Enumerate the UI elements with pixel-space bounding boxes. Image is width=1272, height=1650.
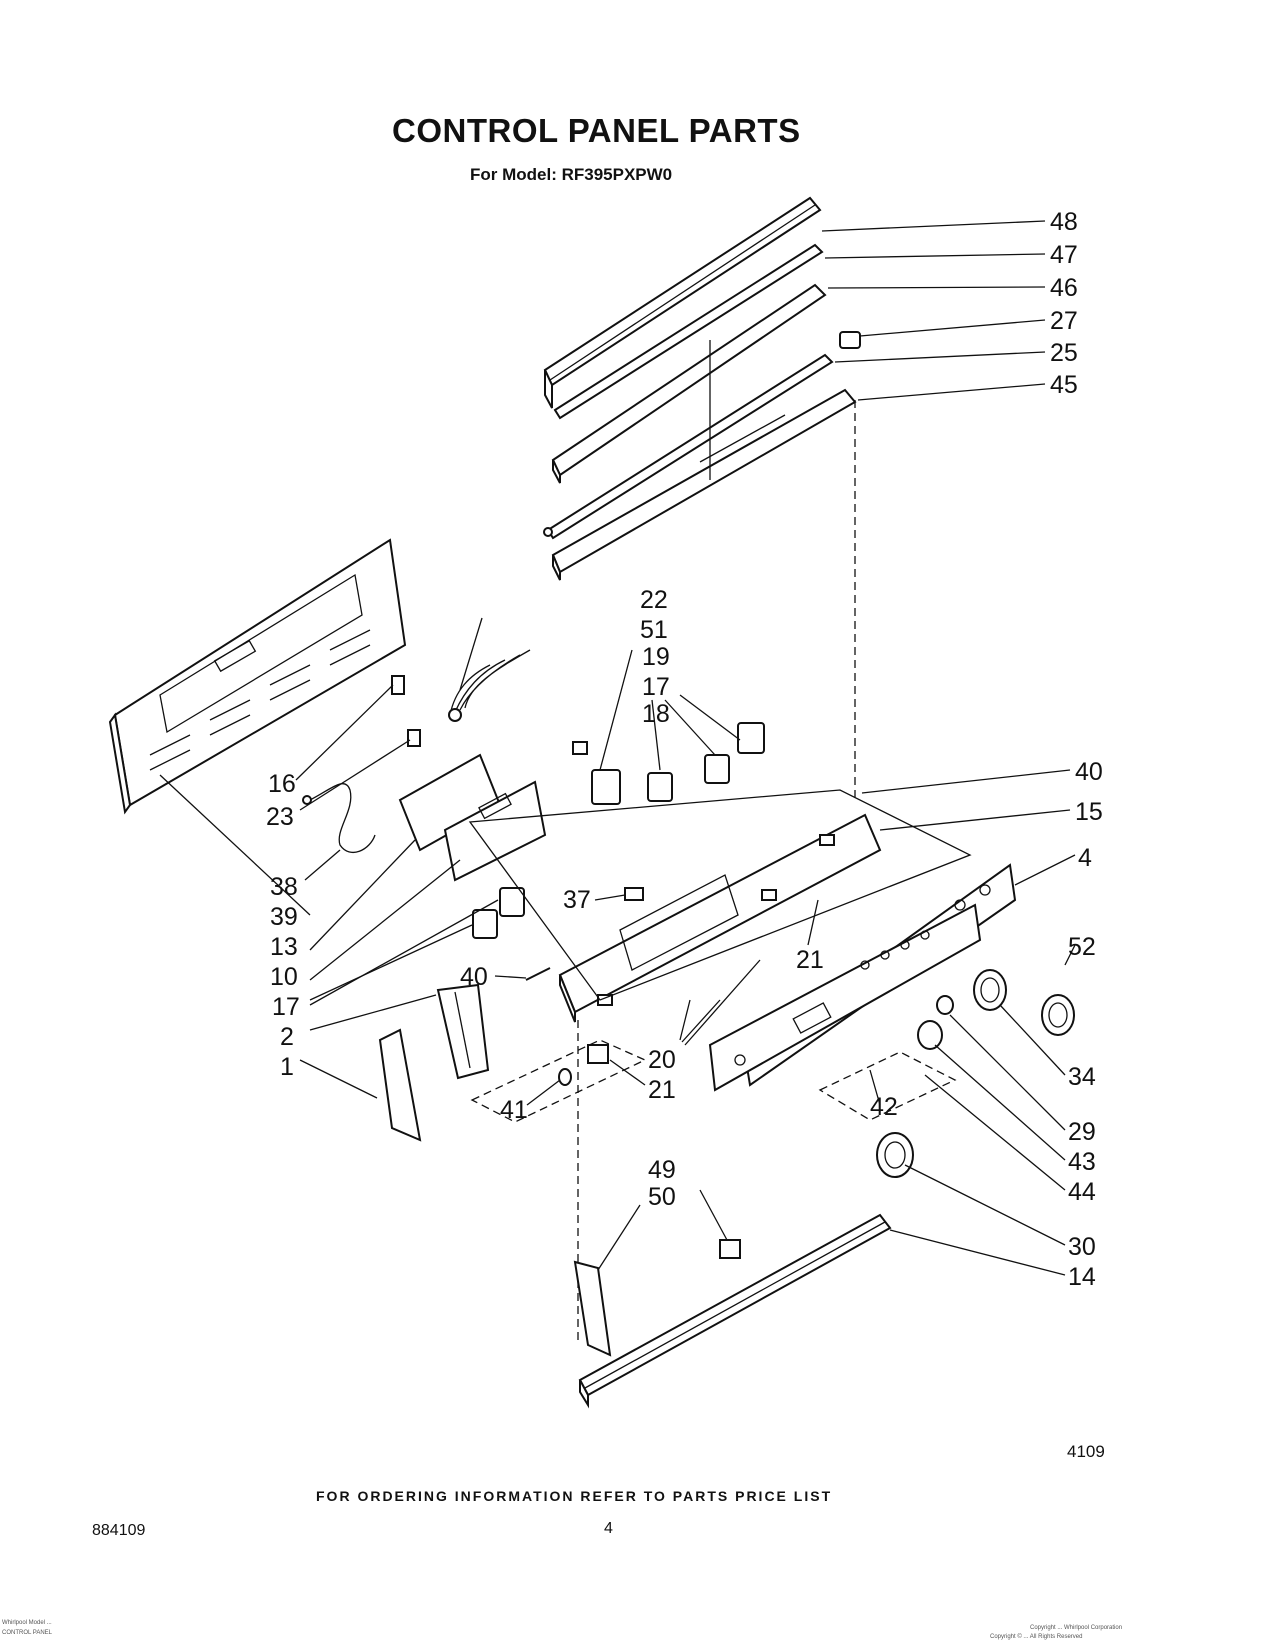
- callout-13: 13: [270, 933, 298, 961]
- part-37: [624, 887, 644, 901]
- insulation-1: [378, 1028, 422, 1142]
- callout-1: 1: [280, 1053, 294, 1081]
- trim-strip-14: [578, 1213, 892, 1409]
- bracket-27: [839, 331, 861, 349]
- fine-print-right-1: Copyright ... Whirlpool Corporation: [1030, 1625, 1123, 1631]
- part-16: [391, 675, 405, 695]
- callout-48: 48: [1050, 208, 1078, 236]
- callout-30: 30: [1068, 1233, 1096, 1261]
- assembly-42: [818, 1051, 957, 1121]
- callout-labels: 48 47 46 27 25 45 40 15 4 52 34 29 43 44…: [266, 208, 1103, 1291]
- console-panel-44: [708, 903, 982, 1092]
- callout-21a: 21: [796, 946, 824, 974]
- control-panel-frame-15: [558, 813, 882, 1023]
- document-number: 884109: [92, 1522, 146, 1539]
- trim-strip-48: [543, 196, 822, 409]
- callout-25: 25: [1050, 339, 1078, 367]
- trim-strip-46: [551, 283, 827, 484]
- leader-lines: [159, 220, 1076, 1276]
- knob-43: [917, 1020, 943, 1050]
- callout-37: 37: [563, 886, 591, 914]
- backguard-panel-39: [108, 538, 407, 815]
- callout-40b: 40: [460, 963, 488, 991]
- callout-51: 51: [640, 616, 668, 644]
- callout-41: 41: [500, 1096, 528, 1124]
- callout-2: 2: [280, 1023, 294, 1051]
- trim-strip-25: [543, 353, 834, 540]
- knob-52: [1041, 994, 1075, 1036]
- callout-52: 52: [1068, 933, 1096, 961]
- ordering-note: FOR ORDERING INFORMATION REFER TO PARTS …: [316, 1488, 833, 1504]
- callout-22: 22: [640, 586, 668, 614]
- callout-10: 10: [270, 963, 298, 991]
- callout-14: 14: [1068, 1263, 1096, 1291]
- callout-17b: 17: [272, 993, 300, 1021]
- callout-34: 34: [1068, 1063, 1096, 1091]
- clock-timer-13: [398, 753, 547, 882]
- callout-46: 46: [1050, 274, 1078, 302]
- callout-18: 18: [642, 700, 670, 728]
- callout-43: 43: [1068, 1148, 1096, 1176]
- bracket-49: [719, 1239, 741, 1259]
- bracket-50: [573, 1260, 612, 1357]
- callout-17a: 17: [642, 673, 670, 701]
- fine-print-right-2: Copyright © ... All Rights Reserved: [990, 1634, 1083, 1640]
- fine-print-left-2: CONTROL PANEL: [2, 1630, 53, 1636]
- callout-21b: 21: [648, 1076, 676, 1104]
- callout-27: 27: [1050, 307, 1078, 335]
- part-40b: [525, 967, 551, 981]
- callout-16: 16: [268, 770, 296, 798]
- callout-39: 39: [270, 903, 298, 931]
- page-number: 4: [604, 1520, 613, 1537]
- knob-30: [876, 1132, 914, 1178]
- callout-19: 19: [642, 643, 670, 671]
- callout-4: 4: [1078, 844, 1092, 872]
- part-23: [407, 729, 421, 747]
- assembly-41: [470, 1039, 647, 1123]
- wire-harness-22: [448, 649, 531, 722]
- knob-29: [936, 995, 954, 1015]
- cord-38: [309, 783, 376, 854]
- callout-44: 44: [1068, 1178, 1096, 1206]
- callout-23: 23: [266, 803, 294, 831]
- knob-34: [973, 969, 1007, 1011]
- page-title: CONTROL PANEL PARTS: [392, 112, 801, 149]
- fine-print-left-1: Whirlpool Model ...: [2, 1620, 52, 1626]
- callout-50: 50: [648, 1183, 676, 1211]
- model-subtitle: For Model: RF395PXPW0: [470, 165, 673, 184]
- callout-40a: 40: [1075, 758, 1103, 786]
- trim-strip-47: [553, 243, 824, 420]
- callout-47: 47: [1050, 241, 1078, 269]
- callout-42: 42: [870, 1093, 898, 1121]
- callout-49: 49: [648, 1156, 676, 1184]
- trim-strip-45: [551, 388, 857, 581]
- trim-2: [436, 983, 490, 1080]
- callout-20: 20: [648, 1046, 676, 1074]
- part-41: [558, 1068, 572, 1086]
- callout-38: 38: [270, 873, 298, 901]
- figure-id: 4109: [1067, 1442, 1105, 1461]
- callout-29: 29: [1068, 1118, 1096, 1146]
- callout-15: 15: [1075, 798, 1103, 826]
- part-21: [587, 1044, 609, 1064]
- callout-45: 45: [1050, 371, 1078, 399]
